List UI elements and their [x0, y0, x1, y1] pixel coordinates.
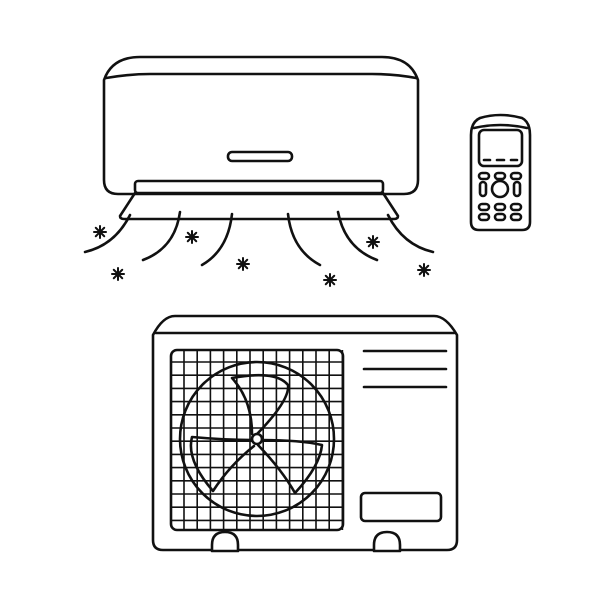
- snowflake-icon: [366, 235, 380, 249]
- air-vent: [133, 179, 385, 195]
- snowflake-icon: [323, 273, 337, 287]
- remote-button[interactable]: [477, 171, 491, 181]
- louver: [118, 191, 400, 221]
- outdoor-unit: [151, 314, 459, 553]
- indicator-slot: [226, 150, 294, 163]
- snowflake-icon: [236, 257, 250, 271]
- right-foot: [372, 530, 402, 553]
- fan-ring: [178, 360, 336, 518]
- snowflake-icon: [93, 225, 107, 239]
- remote-button[interactable]: [478, 180, 488, 198]
- remote-button[interactable]: [509, 171, 523, 181]
- remote-control[interactable]: [469, 113, 532, 232]
- snowflake-icon: [185, 230, 199, 244]
- dpad-button: [490, 179, 510, 199]
- indoor-unit: [102, 55, 420, 221]
- remote-display: [477, 128, 524, 168]
- remote-button[interactable]: [493, 202, 507, 212]
- remote-button[interactable]: [477, 202, 491, 212]
- remote-button[interactable]: [509, 212, 523, 222]
- vent-lines: [362, 349, 448, 389]
- remote-button[interactable]: [493, 171, 507, 181]
- remote-button[interactable]: [509, 202, 523, 212]
- label-panel: [359, 491, 443, 523]
- snowflake-icon: [417, 263, 431, 277]
- airflow-lines: [83, 210, 435, 267]
- fan-hub: [250, 432, 264, 446]
- remote-button[interactable]: [477, 212, 491, 222]
- remote-button[interactable]: [512, 180, 522, 198]
- left-foot: [210, 530, 240, 553]
- remote-button[interactable]: [493, 212, 507, 222]
- snowflake-icons: [93, 225, 431, 287]
- snowflake-icon: [111, 267, 125, 281]
- fan-blades-icon: [189, 373, 324, 495]
